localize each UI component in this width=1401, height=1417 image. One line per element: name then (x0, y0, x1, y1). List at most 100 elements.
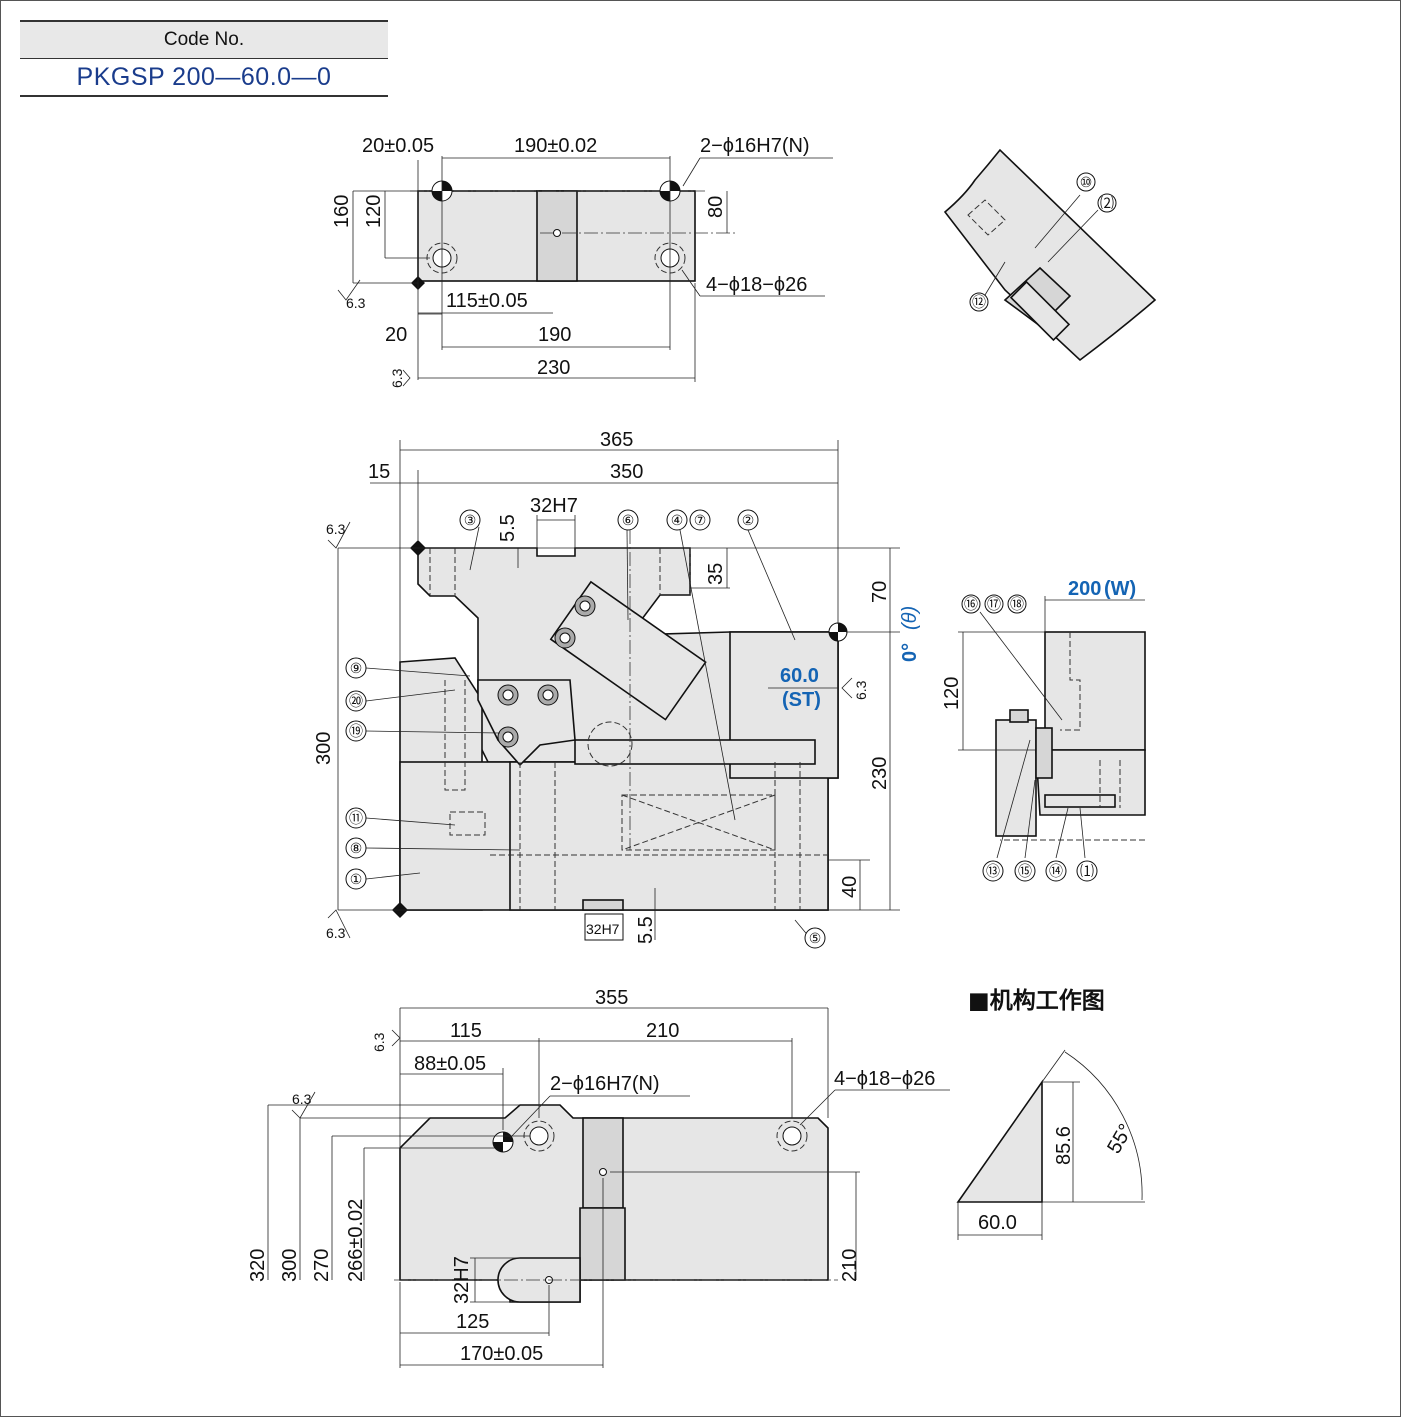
bottom-holes-4: 4−ϕ18−ϕ26 (834, 1068, 935, 1090)
part-2: ② (742, 512, 755, 528)
angle-value: 0° (899, 643, 921, 662)
angle-55: 55° (1103, 1120, 1137, 1157)
top-view: 20±0.05 190±0.02 2−ϕ16H7(N) 4−ϕ18−ϕ26 11… (331, 135, 833, 388)
bottom-view: 355 115 210 88±0.05 2−ϕ16H7(N) 4−ϕ18−ϕ26… (247, 987, 950, 1368)
part-1: ① (350, 871, 363, 887)
part-8: ⑧ (350, 840, 363, 856)
mechanism-title: ■机构工作图 (968, 987, 1105, 1014)
part-5: ⑤ (809, 930, 822, 946)
dim-125: 125 (456, 1311, 489, 1333)
part-13: ⑬ (986, 863, 1000, 879)
dim-230: 230 (537, 357, 570, 379)
dim-230: 230 (869, 757, 891, 790)
svg-text:6.3: 6.3 (326, 521, 346, 537)
dim-40: 40 (839, 876, 861, 898)
svg-text:6.3: 6.3 (326, 925, 346, 941)
dim-88-tol: 88±0.05 (414, 1053, 486, 1075)
dim-115: 115 (450, 1020, 482, 1042)
dim-115-tol: 115±0.05 (446, 290, 528, 312)
width-label: (W) (1104, 578, 1136, 600)
side-dim-120: 120 (941, 677, 963, 710)
part-19: ⑲ (349, 723, 363, 739)
dim-320: 320 (247, 1249, 269, 1282)
roughness-icon: 6.3 (291, 1091, 316, 1119)
dim-266-tol: 266±0.02 (345, 1199, 367, 1282)
mechanism-diagram: ■机构工作图 85.6 60.0 55° (956, 987, 1145, 1240)
svg-text:6.3: 6.3 (292, 1091, 312, 1107)
dim-15: 15 (368, 461, 390, 483)
slot-bottom: 32H7 (586, 921, 620, 937)
dim-210-right: 210 (839, 1249, 861, 1282)
detail-view: ⑩ ⑵ ⑫ (943, 148, 1157, 362)
bolt-icon (497, 684, 519, 706)
part-7: ⑦ (694, 512, 707, 528)
front-view: ③ ⑥ ④ ⑦ ② ⑨ ⑳ ⑲ ⑪ ⑧ ① ⑤ 365 350 15 32H7 … (313, 429, 921, 949)
code-box: Code No. PKGSP 200—60.0—0 (20, 20, 388, 97)
dim-70: 70 (869, 581, 891, 603)
svg-text:6.3: 6.3 (853, 680, 869, 700)
dim-300: 300 (279, 1249, 301, 1282)
svg-text:6.3: 6.3 (371, 1032, 387, 1052)
part-12: ⑫ (972, 294, 986, 310)
side-view: ⑯ ⑰ ⑱ ⑬ ⑮ ⑭ ⑴ 200 (W) 120 (941, 578, 1146, 882)
part-10: ⑩ (1080, 174, 1093, 190)
roughness-icon: 6.3 (371, 1029, 401, 1052)
code-value: PKGSP 200—60.0—0 (20, 59, 388, 97)
dim-35: 35 (705, 563, 727, 585)
svg-text:6.3: 6.3 (389, 368, 405, 388)
dim-20: 20 (385, 324, 407, 346)
bottom-slot: 32H7 (451, 1256, 473, 1304)
dim-85-6: 85.6 (1053, 1126, 1075, 1165)
dim-190-tol: 190±0.02 (514, 135, 597, 157)
holes-4-label: 4−ϕ18−ϕ26 (706, 274, 807, 296)
dim-120: 120 (363, 195, 385, 228)
part-20: ⑳ (349, 693, 363, 709)
holes-2-label: 2−ϕ16H7(N) (700, 135, 810, 157)
code-label: Code No. (20, 20, 388, 59)
bolt-icon (497, 726, 519, 748)
part-15: ⑮ (1018, 863, 1032, 879)
bolt-icon (537, 684, 559, 706)
width-value: 200 (1068, 578, 1101, 600)
dim-355: 355 (595, 987, 628, 1009)
dim-350: 350 (610, 461, 643, 483)
part-18: ⑱ (1010, 596, 1024, 612)
bolt-icon (554, 627, 576, 649)
roughness-icon: 6.3 (389, 368, 411, 388)
part-6: ⑥ (622, 512, 635, 528)
dim-20-tol: 20±0.05 (362, 135, 434, 157)
part-4: ④ (671, 512, 684, 528)
cam-slide (549, 580, 707, 721)
part-16: ⑯ (964, 596, 978, 612)
roughness-icon: 6.3 (841, 677, 869, 700)
angle-symbol: (θ) (899, 606, 921, 630)
svg-text:6.3: 6.3 (346, 295, 366, 311)
bolt-icon (574, 595, 596, 617)
part-17: ⑰ (987, 596, 1001, 612)
part-21: ⑴ (1080, 863, 1094, 879)
dim-170-tol: 170±0.05 (460, 1343, 543, 1365)
dim-190: 190 (538, 324, 571, 346)
pin-hole-icon (492, 1131, 514, 1153)
dim-300: 300 (313, 732, 335, 765)
dim-60-0: 60.0 (978, 1212, 1017, 1234)
pin-hole-icon (828, 622, 848, 642)
dim-210: 210 (646, 1020, 679, 1042)
dim-5-5-top: 5.5 (497, 514, 519, 542)
dim-160: 160 (331, 195, 353, 228)
roughness-icon: 6.3 (337, 279, 366, 311)
dim-80: 80 (705, 196, 727, 218)
part-3: ③ (464, 512, 477, 528)
stroke-value: 60.0 (780, 665, 819, 687)
part-9: ⑨ (350, 660, 363, 676)
part-14: ⑭ (1049, 863, 1063, 879)
bottom-holes-2: 2−ϕ16H7(N) (550, 1073, 660, 1095)
dim-5-5-bottom: 5.5 (635, 916, 657, 944)
counterbore-hole-icon (776, 1120, 808, 1152)
roughness-icon: 6.3 (326, 909, 351, 941)
part-22: ⑵ (1100, 195, 1114, 211)
roughness-icon: 6.3 (326, 521, 351, 549)
stroke-label: (ST) (782, 689, 821, 711)
slot-top: 32H7 (530, 495, 578, 517)
